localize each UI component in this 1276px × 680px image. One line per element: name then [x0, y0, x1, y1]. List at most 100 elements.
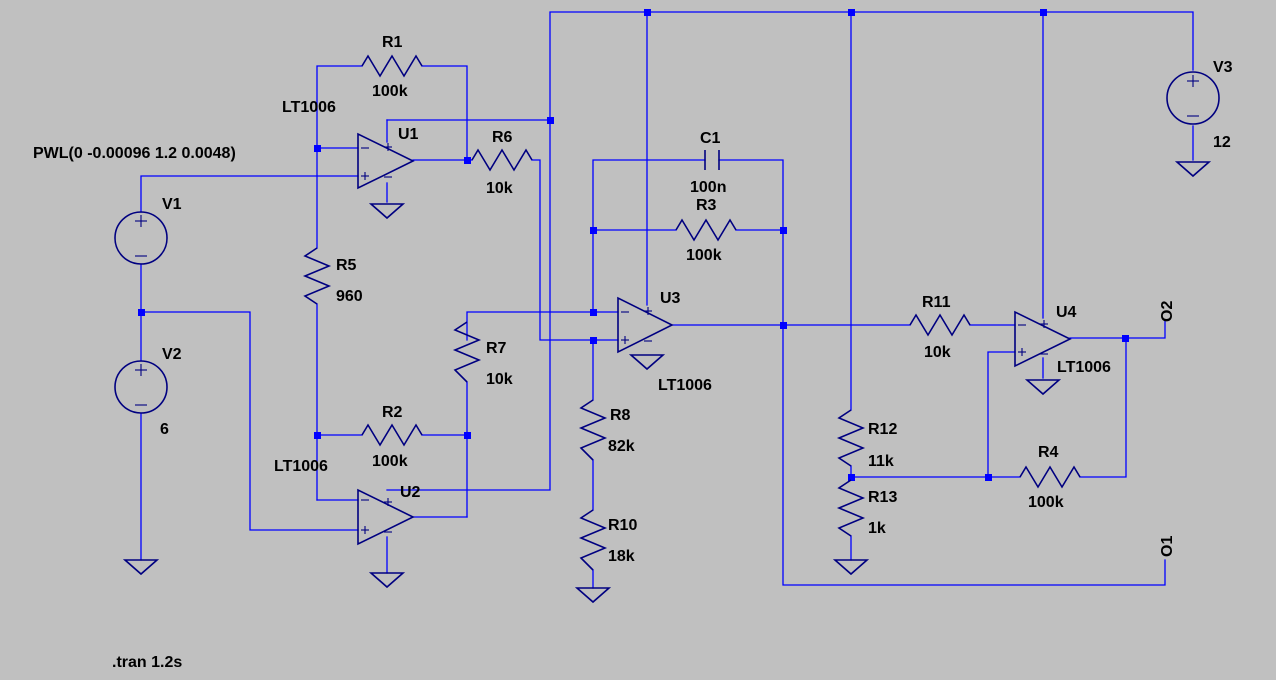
resistor-r3-value: 100k	[686, 247, 722, 264]
junction	[314, 145, 321, 152]
resistor-r4-value: 100k	[1028, 494, 1064, 511]
voltage-source-v3-symbol	[1166, 71, 1220, 125]
resistor-r1-symbol	[361, 54, 423, 78]
voltage-source-v2-symbol	[114, 360, 168, 414]
resistor-r5-symbol	[302, 247, 332, 305]
junction	[590, 337, 597, 344]
resistor-r1-name: R1	[382, 34, 403, 51]
wire	[549, 11, 1194, 121]
resistor-r5-name: R5	[336, 257, 357, 274]
junction	[464, 157, 471, 164]
opamp-u4-model: LT1006	[1057, 359, 1111, 376]
ground-icon	[1174, 161, 1212, 178]
ground-icon	[832, 559, 870, 576]
resistor-r7-name: R7	[486, 340, 507, 357]
resistor-r6-value: 10k	[486, 180, 513, 197]
junction	[547, 117, 554, 124]
resistor-r7-symbol	[452, 321, 482, 383]
wire	[140, 311, 359, 531]
resistor-r10-symbol	[578, 509, 608, 571]
opamp-u4-name: U4	[1056, 304, 1077, 321]
voltage-source-v3-value: 12	[1213, 134, 1231, 151]
opamp-u1-model: LT1006	[282, 99, 336, 116]
wire	[531, 159, 619, 341]
junction	[590, 227, 597, 234]
resistor-r11-symbol	[909, 313, 971, 337]
resistor-r2-value: 100k	[372, 453, 408, 470]
capacitor-c1-value: 100n	[690, 179, 726, 196]
opamp-u4-symbol	[1014, 310, 1072, 368]
resistor-r8-name: R8	[610, 407, 631, 424]
voltage-source-v3-name: V3	[1213, 59, 1233, 76]
resistor-r8-value: 82k	[608, 438, 635, 455]
resistor-r11-name: R11	[922, 294, 951, 311]
wire	[316, 65, 363, 149]
resistor-r6-name: R6	[492, 129, 513, 146]
capacitor-c1-name: C1	[700, 130, 721, 147]
junction	[848, 474, 855, 481]
labels: PWL(0 -0.00096 1.2 0.0048) .tran 1.2s U1…	[33, 34, 1233, 671]
resistor-r6-symbol	[471, 148, 533, 172]
resistor-r4-name: R4	[1038, 444, 1059, 461]
opamp-u1-name: U1	[398, 126, 419, 143]
resistor-r5-value: 960	[336, 288, 363, 305]
junction	[780, 322, 787, 329]
resistor-r10-name: R10	[608, 517, 637, 534]
opamp-u1-symbol	[357, 132, 415, 190]
capacitor-c1-symbol	[704, 150, 720, 170]
opamp-u2-model: LT1006	[274, 458, 328, 475]
junction	[848, 9, 855, 16]
resistor-r1-value: 100k	[372, 83, 408, 100]
resistor-r13-name: R13	[868, 489, 897, 506]
ground-icon	[368, 203, 406, 220]
junction	[985, 474, 992, 481]
junction	[138, 309, 145, 316]
wire	[140, 175, 359, 213]
junction	[590, 309, 597, 316]
junction	[1040, 9, 1047, 16]
voltage-source-v2-value: 6	[160, 421, 169, 438]
opamp-u3-model: LT1006	[658, 377, 712, 394]
resistor-r3-name: R3	[696, 197, 717, 214]
resistor-r12-name: R12	[868, 421, 897, 438]
ground-symbols	[122, 161, 1212, 604]
junction	[464, 432, 471, 439]
resistor-r2-symbol	[361, 423, 423, 447]
output-label-o2: O2	[1159, 301, 1176, 322]
resistor-symbols	[302, 54, 1081, 571]
resistor-r13-symbol	[836, 479, 866, 537]
resistor-r11-value: 10k	[924, 344, 951, 361]
voltage-source-v1-symbol	[114, 211, 168, 265]
wire	[592, 159, 706, 313]
voltage-source-v2-name: V2	[162, 346, 182, 363]
junction	[644, 9, 651, 16]
opamp-u3-name: U3	[660, 290, 681, 307]
ground-icon	[1024, 379, 1062, 396]
ground-icon	[628, 354, 666, 371]
ground-icon	[122, 559, 160, 576]
wire	[987, 351, 1016, 478]
wire	[421, 65, 468, 161]
ground-icon	[574, 587, 612, 604]
resistor-r8-symbol	[578, 399, 608, 461]
opamp-u2-name: U2	[400, 484, 421, 501]
junction	[780, 227, 787, 234]
resistor-r3-symbol	[675, 218, 737, 242]
voltage-source-v1-name: V1	[162, 196, 182, 213]
junctions	[138, 9, 1129, 481]
resistor-r10-value: 18k	[608, 548, 635, 565]
ground-icon	[368, 572, 406, 589]
wire	[466, 311, 619, 341]
resistor-r12-symbol	[836, 409, 866, 467]
junction	[314, 432, 321, 439]
opamp-u3-symbol	[617, 296, 674, 354]
tran-directive: .tran 1.2s	[112, 654, 182, 671]
wire	[1079, 337, 1127, 478]
resistor-r2-name: R2	[382, 404, 403, 421]
resistor-r13-value: 1k	[868, 520, 886, 537]
resistor-r4-symbol	[1019, 465, 1081, 489]
opamp-u2-symbol	[357, 488, 415, 546]
resistor-r12-value: 11k	[868, 453, 894, 470]
